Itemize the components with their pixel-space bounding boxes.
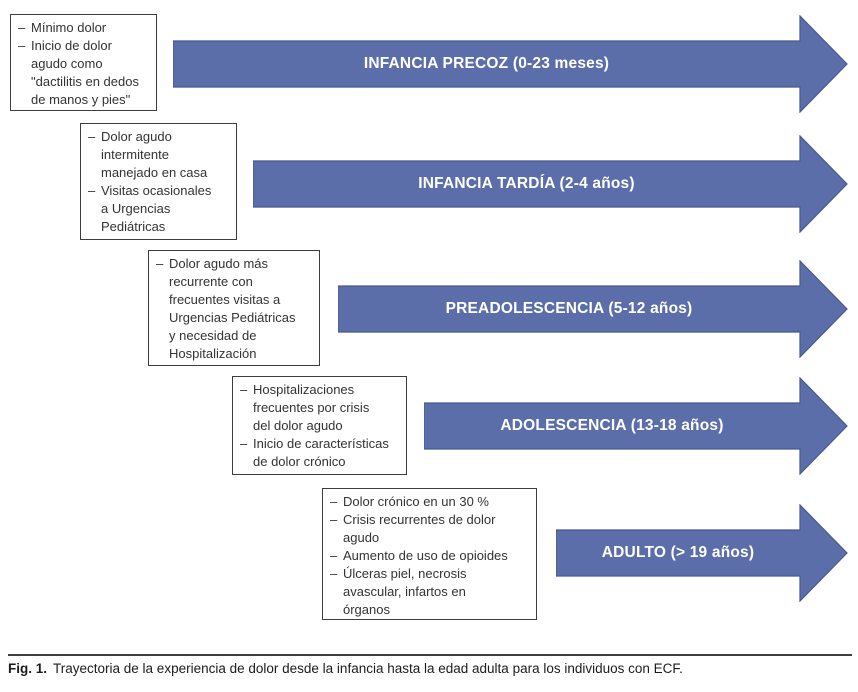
stage-arrow: ADULTO (> 19 años) — [556, 504, 848, 602]
arrow-right-icon — [173, 15, 848, 113]
bullet-item: – Dolor crónico en un 30 % — [330, 493, 530, 511]
arrow-right-shape — [253, 135, 848, 233]
bullet-dash: – — [240, 436, 248, 451]
symptoms-box: – Dolor crónico en un 30 % – Crisis recu… — [322, 488, 537, 620]
bullet-text: Dolor agudo intermitente manejado en cas… — [101, 129, 208, 180]
stage-arrow: INFANCIA TARDÍA (2-4 años) — [253, 135, 848, 233]
bullet-dash: – — [330, 566, 338, 581]
bullet-dash: – — [240, 382, 248, 397]
bullet-dash: – — [18, 38, 26, 53]
bullet-item: – Inicio de características de dolor cró… — [240, 435, 400, 471]
symptoms-box: – Dolor agudo más recurrente con frecuen… — [148, 250, 320, 366]
arrow-right-shape — [424, 377, 848, 475]
bullet-item: – Dolor agudo más recurrente con frecuen… — [156, 255, 313, 363]
stage-arrow-label: PREADOLESCENCIA (5-12 años) — [445, 300, 693, 317]
bullet-text: Dolor crónico en un 30 % — [343, 494, 489, 509]
arrow-right-icon — [338, 260, 848, 358]
arrow-right-shape — [556, 504, 848, 602]
bullet-dash: – — [18, 20, 26, 35]
symptoms-box: – Hospitalizaciones frecuentes por crisi… — [232, 376, 407, 475]
figure-caption: Fig. 1. Trayectoria de la experiencia de … — [8, 661, 852, 676]
bullet-text: Mínimo dolor — [31, 20, 107, 35]
bullet-item: – Úlceras piel, necrosis avascular, infa… — [330, 565, 530, 619]
bullet-text: Dolor agudo más recurrente con frecuente… — [169, 256, 296, 361]
bullet-text: Hospitalizaciones frecuentes por crisis … — [253, 382, 370, 433]
bullet-dash: – — [156, 256, 164, 271]
bullet-text: Inicio de características de dolor cróni… — [253, 436, 389, 469]
arrow-right-icon — [424, 377, 848, 475]
caption-divider — [8, 654, 852, 656]
arrow-right-shape — [173, 15, 848, 113]
stage-arrow-label: INFANCIA PRECOZ (0-23 meses) — [363, 55, 610, 72]
bullet-dash: – — [330, 548, 338, 563]
symptoms-box: – Mínimo dolor – Inicio de dolor agudo c… — [10, 14, 157, 111]
stage-arrow: PREADOLESCENCIA (5-12 años) — [338, 260, 848, 358]
figure-caption-label: Fig. 1. — [8, 661, 48, 676]
arrow-right-icon — [253, 135, 848, 233]
bullet-dash: – — [330, 494, 338, 509]
bullet-item: – Hospitalizaciones frecuentes por crisi… — [240, 381, 400, 435]
bullet-dash: – — [88, 129, 96, 144]
stage-arrow-label: ADULTO (> 19 años) — [601, 544, 755, 561]
bullet-item: – Inicio de dolor agudo como "dactilitis… — [18, 37, 150, 109]
bullet-dash: – — [88, 183, 96, 198]
bullet-text: Inicio de dolor agudo como "dactilitis e… — [31, 38, 139, 107]
bullet-item: – Dolor agudo intermitente manejado en c… — [88, 128, 230, 182]
symptoms-box: – Dolor agudo intermitente manejado en c… — [80, 123, 237, 240]
stage-arrow: ADOLESCENCIA (13-18 años) — [424, 377, 848, 475]
arrow-right-shape — [338, 260, 848, 358]
bullet-item: – Crisis recurrentes de dolor agudo — [330, 511, 530, 547]
stage-arrow-label: ADOLESCENCIA (13-18 años) — [500, 417, 724, 434]
bullet-dash: – — [330, 512, 338, 527]
stage-arrow-label: INFANCIA TARDÍA (2-4 años) — [418, 175, 635, 192]
bullet-text: Aumento de uso de opioides — [343, 548, 508, 563]
bullet-text: Crisis recurrentes de dolor agudo — [343, 512, 496, 545]
stage-arrow: INFANCIA PRECOZ (0-23 meses) — [173, 15, 848, 113]
bullet-text: Úlceras piel, necrosis avascular, infart… — [343, 566, 467, 617]
figure-caption-text: Trayectoria de la experiencia de dolor d… — [53, 661, 683, 676]
bullet-text: Visitas ocasionales a Urgencias Pediátri… — [101, 183, 212, 234]
bullet-item: – Mínimo dolor — [18, 19, 150, 37]
bullet-item: – Aumento de uso de opioides — [330, 547, 530, 565]
bullet-item: – Visitas ocasionales a Urgencias Pediát… — [88, 182, 230, 236]
arrow-right-icon — [556, 504, 848, 602]
